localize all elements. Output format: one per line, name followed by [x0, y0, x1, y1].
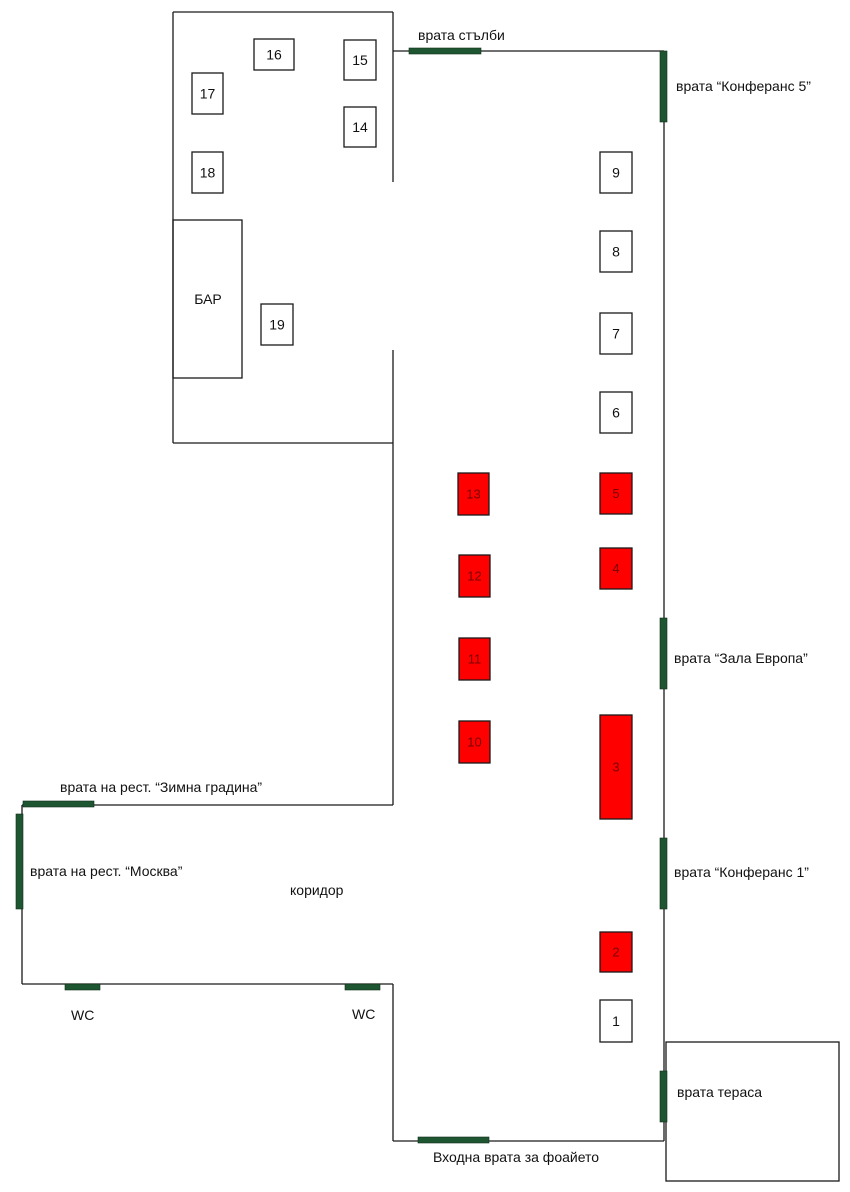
booth-number: 5 [612, 486, 619, 501]
booth-15: 15 [343, 39, 377, 81]
walls [21, 11, 840, 1182]
booth-number: 13 [466, 487, 480, 502]
booth-12: 12 [458, 554, 491, 598]
door-stairs [408, 47, 482, 55]
door-conf1 [659, 837, 668, 910]
booth-number: 9 [612, 165, 620, 181]
booth-number: 2 [612, 945, 619, 960]
booth-1: 1 [599, 999, 633, 1043]
booth-box [599, 312, 633, 355]
booth-number: 8 [612, 244, 620, 260]
booth-box [260, 303, 294, 346]
door-wc-left [64, 983, 101, 991]
booth-number: 17 [200, 86, 216, 102]
booth-6: 6 [599, 391, 633, 434]
bar-label: БАР [194, 291, 222, 307]
door-terrace [659, 1070, 668, 1123]
booth-number: 11 [468, 652, 482, 667]
booth-number: 15 [352, 52, 368, 68]
booth-9: 9 [599, 151, 633, 194]
booth-19: 19 [260, 303, 294, 346]
corridor-label: коридор [290, 882, 344, 898]
wc-right-label: WC [352, 1006, 375, 1022]
door-winter-garden [22, 800, 95, 808]
booth-box [191, 72, 224, 115]
door-terrace-label: врата тераса [677, 1084, 762, 1100]
booth-3: 3 [599, 714, 633, 820]
booth-2: 2 [599, 931, 633, 973]
door-entrance [417, 1136, 490, 1144]
booth-number: 12 [467, 569, 481, 584]
bar-counter [172, 219, 243, 379]
booth-box [599, 999, 633, 1043]
entrance-label: Входна врата за фоайето [433, 1149, 599, 1165]
booth-number: 19 [269, 317, 285, 333]
booth-18: 18 [191, 151, 224, 194]
booth-box [599, 547, 633, 590]
booth-number: 18 [200, 165, 216, 181]
booth-8: 8 [599, 230, 633, 273]
booth-13: 13 [457, 472, 490, 516]
booth-box [458, 637, 491, 681]
booth-box [599, 714, 633, 820]
wc-left-label: WC [71, 1007, 94, 1023]
booth-number: 16 [266, 47, 282, 63]
booth-box [599, 931, 633, 973]
doors [15, 47, 668, 1144]
booth-11: 11 [458, 637, 491, 681]
door-moscow-label: врата на рест. “Москва” [30, 863, 183, 879]
booth-box [599, 151, 633, 194]
booth-box [599, 230, 633, 273]
booth-box [457, 472, 490, 516]
booth-7: 7 [599, 312, 633, 355]
booth-box [343, 106, 377, 148]
booth-box [253, 38, 295, 71]
door-europe-label: врата “Зала Европа” [674, 650, 808, 666]
booth-box [343, 39, 377, 81]
booth-14: 14 [343, 106, 377, 148]
booth-box [458, 720, 491, 764]
booth-number: 4 [612, 561, 619, 576]
door-wc-right [344, 983, 381, 991]
booth-number: 7 [612, 326, 620, 342]
booth-5: 5 [599, 472, 633, 515]
booth-10: 10 [458, 720, 491, 764]
booth-box [599, 391, 633, 434]
booth-4: 4 [599, 547, 633, 590]
booth-box [458, 554, 491, 598]
terrace [665, 1041, 840, 1182]
booth-number: 14 [352, 119, 368, 135]
booth-number: 1 [612, 1013, 620, 1029]
door-stairs-label: врата стълби [418, 27, 505, 43]
booth-number: 6 [612, 405, 620, 421]
labels: врата стълби врата “Конферанс 5” врата “… [30, 27, 811, 1165]
door-moscow [15, 813, 24, 910]
booth-number: 10 [467, 735, 481, 750]
booth-number: 3 [612, 760, 619, 775]
door-conf1-label: врата “Конферанс 1” [674, 864, 809, 880]
door-conf5-label: врата “Конферанс 5” [676, 78, 811, 94]
booth-box [191, 151, 224, 194]
booth-16: 16 [253, 38, 295, 71]
door-winter-garden-label: врата на рест. “Зимна градина” [60, 779, 262, 795]
door-europe [659, 617, 668, 690]
booth-box [599, 472, 633, 515]
door-conf5 [659, 50, 668, 123]
booth-17: 17 [191, 72, 224, 115]
